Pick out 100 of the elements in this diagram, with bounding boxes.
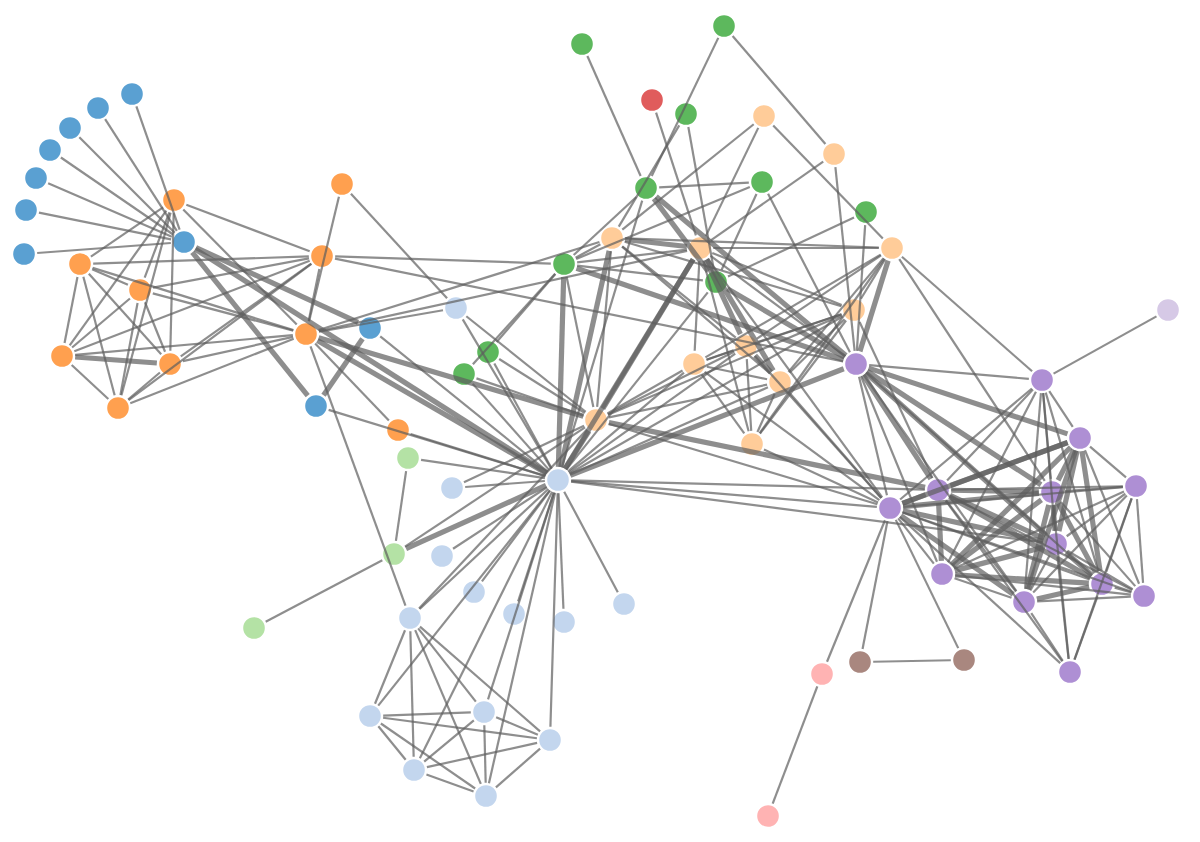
link-line bbox=[858, 321, 934, 479]
link-line bbox=[1056, 450, 1080, 532]
link-line bbox=[265, 559, 383, 623]
graph-node bbox=[48, 342, 76, 370]
link-line bbox=[129, 337, 295, 405]
link-line bbox=[857, 259, 891, 353]
link-line bbox=[865, 372, 1093, 576]
link-line bbox=[60, 156, 174, 236]
link-line bbox=[954, 544, 1044, 574]
link-line bbox=[617, 124, 681, 228]
link-line bbox=[570, 480, 1044, 544]
graph-node bbox=[1028, 366, 1056, 394]
link-line bbox=[702, 260, 750, 432]
link-line bbox=[857, 376, 889, 496]
link-line bbox=[687, 126, 715, 270]
graph-node bbox=[846, 648, 874, 676]
link-line bbox=[1056, 502, 1098, 574]
link-line bbox=[417, 627, 477, 703]
link-line bbox=[607, 314, 843, 416]
graph-node bbox=[400, 756, 428, 784]
link-line bbox=[731, 35, 827, 145]
link-line bbox=[625, 237, 879, 249]
link-line bbox=[91, 268, 129, 286]
link-line bbox=[608, 420, 926, 490]
link-line bbox=[549, 493, 559, 727]
link-line bbox=[706, 349, 734, 361]
link-line bbox=[1053, 315, 1157, 375]
link-line bbox=[1073, 596, 1099, 660]
graph-node bbox=[1066, 424, 1094, 452]
link-line bbox=[190, 250, 310, 398]
link-line bbox=[495, 273, 557, 343]
graph-node bbox=[748, 168, 776, 196]
graph-node bbox=[638, 86, 666, 114]
link-line bbox=[654, 194, 848, 358]
graph-node bbox=[10, 240, 38, 268]
link-line bbox=[650, 37, 720, 177]
link-line bbox=[379, 335, 549, 473]
link-line bbox=[787, 391, 883, 499]
link-line bbox=[902, 511, 1132, 593]
link-line bbox=[1114, 586, 1132, 594]
link-line bbox=[624, 236, 688, 250]
link-line bbox=[955, 572, 1089, 586]
link-line bbox=[565, 276, 595, 408]
link-line bbox=[951, 487, 1039, 495]
link-line bbox=[949, 440, 1069, 488]
link-line bbox=[318, 240, 600, 332]
link-line bbox=[788, 318, 846, 374]
link-line bbox=[704, 258, 776, 372]
link-line bbox=[567, 371, 685, 473]
link-line bbox=[308, 196, 340, 322]
link-line bbox=[74, 354, 158, 366]
link-line bbox=[78, 136, 176, 234]
link-line bbox=[143, 211, 171, 279]
link-line bbox=[335, 255, 551, 265]
link-line bbox=[945, 499, 1017, 593]
link-line bbox=[410, 432, 546, 478]
link-line bbox=[143, 301, 167, 353]
link-line bbox=[621, 245, 737, 339]
link-line bbox=[575, 243, 601, 259]
graph-node bbox=[808, 660, 836, 688]
link-line bbox=[1029, 555, 1051, 591]
link-line bbox=[947, 391, 1037, 563]
graph-node bbox=[104, 394, 132, 422]
link-line bbox=[706, 258, 884, 498]
graph-node bbox=[356, 702, 384, 730]
link-line bbox=[901, 492, 927, 506]
graph-node bbox=[84, 94, 112, 122]
link-line bbox=[575, 265, 845, 363]
link-line bbox=[955, 574, 1131, 596]
link-line bbox=[380, 722, 476, 790]
graph-node bbox=[394, 444, 422, 472]
graph-node bbox=[1056, 658, 1084, 686]
link-line bbox=[63, 276, 79, 344]
link-line bbox=[318, 309, 444, 333]
link-line bbox=[334, 257, 844, 363]
link-line bbox=[350, 192, 448, 300]
link-line bbox=[771, 685, 819, 805]
link-line bbox=[862, 374, 1018, 592]
graph-node bbox=[820, 140, 848, 168]
graph-node bbox=[302, 392, 330, 420]
graph-node bbox=[472, 782, 500, 810]
link-line bbox=[318, 249, 688, 333]
link-line bbox=[946, 388, 1034, 482]
graph-node bbox=[438, 474, 466, 502]
link-line bbox=[1042, 393, 1056, 531]
link-line bbox=[726, 286, 846, 360]
link-line bbox=[720, 193, 758, 271]
link-line bbox=[713, 246, 879, 250]
link-line bbox=[706, 365, 768, 381]
link-line bbox=[317, 335, 585, 419]
link-line bbox=[38, 211, 172, 241]
link-line bbox=[903, 486, 1123, 508]
link-line bbox=[1036, 584, 1090, 602]
link-line bbox=[727, 216, 855, 278]
link-line bbox=[418, 488, 550, 610]
link-line bbox=[82, 276, 116, 396]
link-line bbox=[558, 250, 612, 468]
link-line bbox=[1065, 485, 1123, 493]
link-line bbox=[606, 369, 684, 415]
link-line bbox=[948, 493, 1046, 541]
